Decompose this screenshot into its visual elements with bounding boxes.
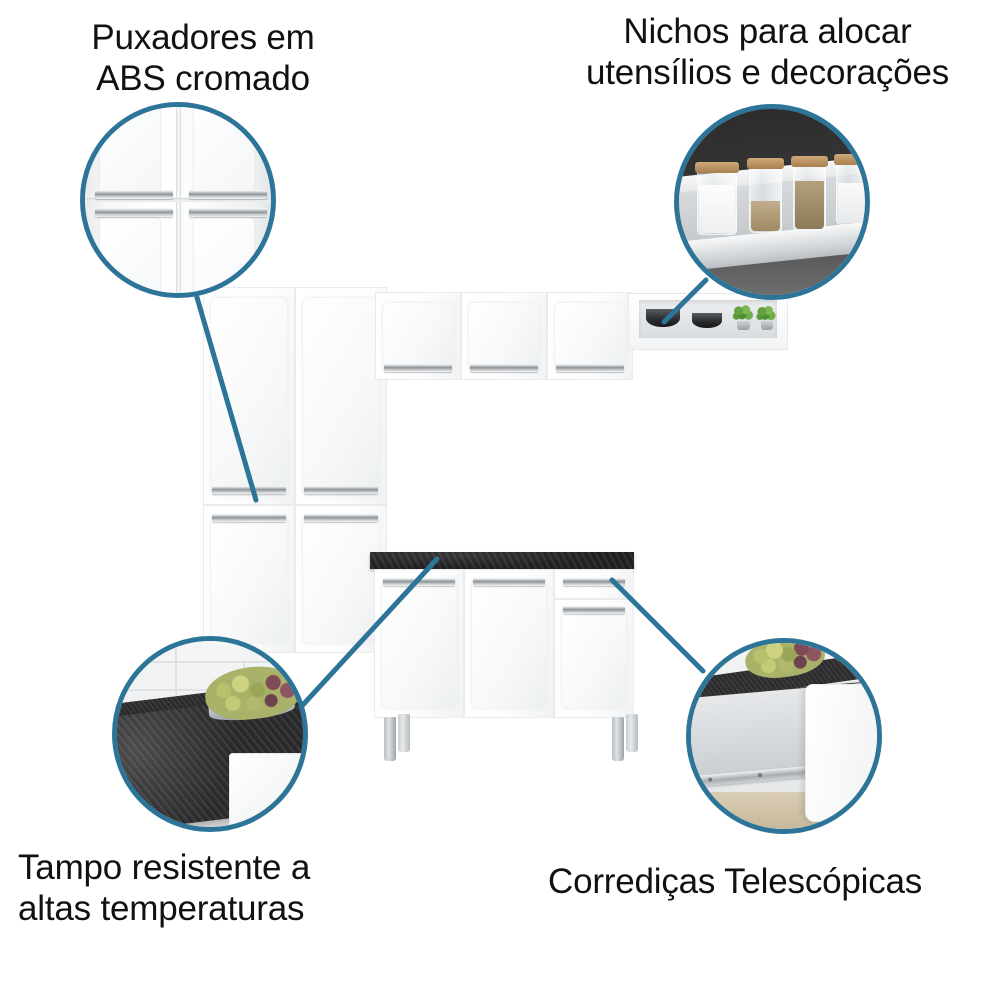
storage-jar-1 [695, 162, 739, 235]
door-panel [468, 302, 540, 371]
pantry-upper-door-left [203, 287, 295, 505]
granite-countertop [370, 552, 634, 569]
caption-handles: Puxadores em ABS cromado [91, 18, 315, 98]
niche-bowl-1 [646, 309, 680, 327]
jar-wooden-lid [791, 156, 828, 167]
jar-contents [751, 201, 780, 231]
caption-countertop: Tampo resistente a altas temperaturas [18, 848, 311, 928]
niche-pot-2 [761, 321, 773, 330]
wall-cabinet-3 [547, 292, 633, 380]
base-door-1 [374, 569, 464, 718]
door-panel [210, 515, 288, 644]
handle-chrome [304, 486, 378, 494]
door-panel [471, 579, 547, 709]
tile-grout-line [175, 641, 177, 711]
niche-bowl-2 [692, 313, 722, 328]
jar-wooden-lid [747, 158, 784, 169]
caption-slides: Corrediças Telescópicas [548, 862, 923, 901]
door-panel [193, 107, 255, 199]
pantry-upper-door-right [295, 287, 387, 505]
base-door-2 [464, 569, 554, 718]
drawer-front-panel [805, 683, 877, 822]
wall-cabinet-1 [375, 292, 461, 380]
caption-niches: Nichos para alocar utensílios e decoraçõ… [585, 12, 950, 92]
door-panel [561, 609, 627, 709]
callout-niches-photo [679, 109, 865, 295]
callout-niches [674, 104, 870, 300]
handle-chrome [189, 190, 267, 199]
pantry-lower-door-left [203, 505, 295, 653]
handle-chrome [827, 706, 873, 723]
door-panel [193, 217, 255, 293]
handle-chrome [212, 486, 286, 494]
door-seam-horizontal [85, 198, 271, 202]
base-leg-back-right [626, 714, 638, 752]
storage-jar-3 [791, 156, 828, 231]
niche-plant-2 [756, 306, 776, 322]
door-panel [210, 297, 288, 496]
handle-chrome [384, 364, 452, 372]
callout-countertop [112, 636, 308, 832]
callout-handles-photo [85, 107, 271, 293]
handle-chrome [304, 514, 378, 522]
base-door-3 [554, 599, 634, 718]
handle-chrome [556, 364, 624, 372]
handle-chrome [470, 364, 538, 372]
jar-contents [699, 185, 735, 233]
jar-wooden-lid [834, 154, 865, 165]
storage-jar-2 [747, 158, 784, 233]
callout-slides [686, 638, 882, 834]
callout-countertop-photo [117, 641, 303, 827]
door-panel [99, 217, 161, 293]
tile-grout-line [117, 661, 303, 663]
jar-wooden-lid [695, 162, 739, 173]
base-leg-front-left [384, 717, 396, 761]
handle-chrome [563, 578, 625, 586]
handle-chrome [563, 606, 625, 614]
wall-niche-shelf [628, 293, 788, 350]
niche-plant-1 [732, 305, 754, 322]
door-panel [302, 297, 380, 496]
storage-jar-4 [834, 154, 865, 225]
door-panel [382, 302, 454, 371]
niche-pot-1 [737, 321, 750, 330]
handle-chrome [95, 208, 173, 217]
callout-slides-photo [691, 643, 877, 829]
door-panel [554, 302, 626, 371]
base-leg-front-right [612, 717, 624, 761]
door-panel [381, 579, 457, 709]
jar-contents [795, 181, 824, 229]
slide-rivet [708, 777, 713, 783]
base-drawer [554, 569, 634, 599]
handle-chrome [383, 578, 455, 586]
callout-handles [80, 102, 276, 298]
slide-rivet [758, 773, 763, 778]
handle-chrome [473, 578, 545, 586]
handle-chrome [95, 190, 173, 199]
base-leg-back-left [398, 714, 410, 752]
handle-chrome [212, 514, 286, 522]
handle-chrome [189, 208, 267, 217]
wall-cabinet-2 [461, 292, 547, 380]
door-panel [99, 107, 161, 199]
cabinet-front-corner [229, 753, 303, 827]
jar-contents [838, 183, 864, 223]
door-panel [302, 515, 380, 644]
